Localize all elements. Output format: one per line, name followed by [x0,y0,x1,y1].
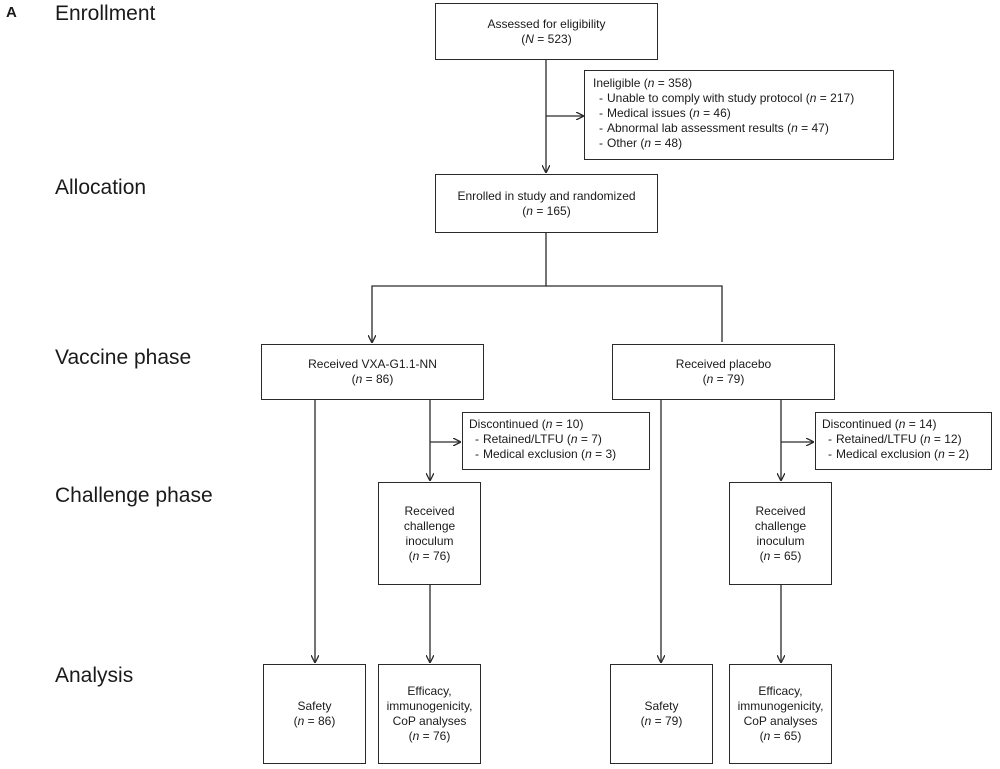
panel-label: A [6,4,17,21]
ineligible-title: Ineligible [593,76,641,90]
challenge-line: Received [404,503,455,518]
safety-title: Safety [644,699,679,713]
challenge-line: Received [755,503,806,518]
assessed-n: 523 [547,31,568,46]
challenge-n: 65 [784,548,798,563]
arm-placebo-safety-box: Safety (n = 79) [610,664,713,764]
discontinued-title: Discontinued [469,417,539,431]
enrolled-box: Enrolled in study and randomized (n = 16… [435,174,658,233]
arm-placebo-discontinued-box: Discontinued (n = 14) Retained/LTFU (n =… [815,412,992,470]
discontinued-n: 14 [919,417,933,431]
arm-received-label: Received placebo [675,357,772,371]
arm-vaccine-challenge-box: Received challenge inoculum (n = 76) [378,482,481,585]
connector-enrolled-split [372,233,547,342]
efficacy-n: 76 [433,729,447,743]
arm-vaccine-received-box: Received VXA-G1.1-NN (n = 86) [261,344,484,400]
ineligible-item: Unable to comply with study protocol (n … [593,91,885,106]
stage-vaccine-phase: Vaccine phase [55,346,192,369]
assessed-n-symbol: N [525,31,534,46]
arm-vaccine-efficacy-box: Efficacy, immunogenicity, CoP analyses (… [378,664,481,764]
discontinued-item: Medical exclusion (n = 2) [822,447,985,462]
challenge-n: 76 [433,548,447,563]
discontinued-title: Discontinued [822,417,892,431]
efficacy-line: Efficacy, [758,684,803,698]
stage-allocation: Allocation [55,176,147,199]
efficacy-line: immunogenicity, [386,699,473,713]
enrolled-n: 165 [546,203,567,218]
arm-received-n: 86 [376,372,390,386]
stage-analysis: Analysis [55,664,134,687]
efficacy-n: 65 [784,729,798,743]
challenge-line: inoculum [405,533,454,548]
discontinued-item: Retained/LTFU (n = 7) [469,432,643,447]
ineligible-item: Other (n = 48) [593,136,885,151]
ineligible-n: 358 [668,76,689,90]
safety-n: 86 [318,714,332,728]
challenge-line: challenge [403,518,456,533]
discontinued-n: 10 [566,417,580,431]
arm-placebo-challenge-box: Received challenge inoculum (n = 65) [729,482,832,585]
safety-title: Safety [297,699,332,713]
discontinued-item: Retained/LTFU (n = 12) [822,432,985,447]
arm-received-n: 79 [727,372,741,386]
efficacy-line: CoP analyses [392,714,467,728]
challenge-line: inoculum [756,533,805,548]
connector-enrolled-split-right [546,285,723,342]
safety-n: 79 [665,714,679,728]
discontinued-item: Medical exclusion (n = 3) [469,447,643,462]
arm-vaccine-discontinued-box: Discontinued (n = 10) Retained/LTFU (n =… [462,412,650,470]
arm-received-label: Received VXA-G1.1-NN [308,357,437,371]
assessed-box: Assessed for eligibility (N = 523) [435,3,658,60]
arm-placebo-efficacy-box: Efficacy, immunogenicity, CoP analyses (… [729,664,832,764]
ineligible-item: Abnormal lab assessment results (n = 47) [593,121,885,136]
efficacy-line: CoP analyses [743,714,818,728]
enrolled-title: Enrolled in study and randomized [457,188,636,203]
stage-challenge-phase: Challenge phase [55,484,213,507]
assessed-title: Assessed for eligibility [487,16,606,31]
stage-enrollment: Enrollment [55,2,156,25]
arm-placebo-received-box: Received placebo (n = 79) [612,344,835,400]
ineligible-box: Ineligible (n = 358) Unable to comply wi… [584,70,894,160]
efficacy-line: immunogenicity, [737,699,824,713]
ineligible-item: Medical issues (n = 46) [593,106,885,121]
efficacy-line: Efficacy, [407,684,452,698]
challenge-line: challenge [754,518,807,533]
arm-vaccine-safety-box: Safety (n = 86) [263,664,366,764]
